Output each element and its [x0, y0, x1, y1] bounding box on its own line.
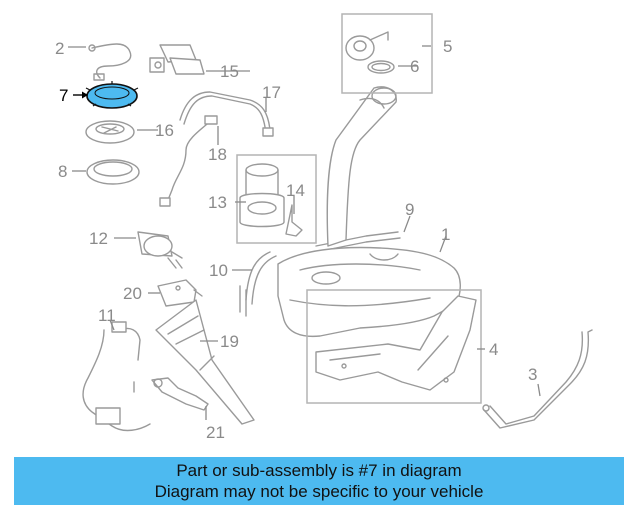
part-3-strap[interactable] [482, 329, 593, 429]
callout-7-arrow [73, 91, 88, 99]
part-5-box [341, 13, 433, 94]
part-12-filter[interactable] [137, 231, 183, 269]
part-19-shield[interactable] [155, 299, 255, 425]
part-1-fuel-tank[interactable] [277, 246, 461, 338]
part-20-bracket[interactable] [157, 279, 203, 307]
part-8-gasket[interactable] [86, 159, 140, 185]
callout-6: 6 [410, 57, 419, 76]
part-5-fuel-cap[interactable] [345, 31, 389, 61]
part-14-sender[interactable] [285, 204, 303, 237]
part-11-harness[interactable] [82, 321, 151, 432]
callout-9: 9 [405, 200, 414, 219]
filler-neck[interactable] [326, 86, 397, 247]
part-15-connectors[interactable] [149, 44, 205, 75]
callout-13: 13 [208, 193, 227, 212]
callout-18: 18 [208, 145, 227, 164]
callout-2: 2 [55, 39, 64, 58]
callout-4: 4 [489, 340, 498, 359]
callout-8: 8 [58, 162, 67, 181]
parts-diagram: 1 2 3 4 5 6 7 8 9 10 11 12 13 14 15 16 1… [55, 13, 593, 442]
part-21-sensor[interactable] [151, 377, 209, 411]
part-18-harness[interactable] [159, 115, 218, 207]
part-13-box [236, 154, 317, 244]
banner-line-2: Diagram may not be specific to your vehi… [154, 482, 484, 501]
part-16-cover[interactable] [85, 120, 135, 144]
callout-17: 17 [262, 83, 281, 102]
part-4-tank-shield[interactable] [315, 295, 477, 391]
part-4-box [306, 289, 482, 404]
callout-3: 3 [528, 365, 537, 384]
callout-21: 21 [206, 423, 225, 442]
callout-14: 14 [286, 181, 305, 200]
callout-10: 10 [209, 261, 228, 280]
callout-12: 12 [89, 229, 108, 248]
callout-19: 19 [220, 332, 239, 351]
part-7-lock-ring[interactable] [85, 81, 139, 109]
callout-20: 20 [123, 284, 142, 303]
callout-15: 15 [220, 62, 239, 81]
info-banner: Part or sub-assembly is #7 in diagram Di… [14, 457, 624, 505]
callout-11: 11 [98, 306, 116, 325]
part-2-sensor[interactable] [88, 43, 132, 81]
callout-1: 1 [441, 225, 450, 244]
callout-16: 16 [155, 121, 174, 140]
leader-lines [68, 45, 541, 420]
part-10-lines[interactable] [239, 251, 277, 317]
part-17-harness[interactable] [179, 91, 274, 137]
callout-5: 5 [443, 37, 452, 56]
callout-7: 7 [59, 86, 68, 105]
banner-line-1: Part or sub-assembly is #7 in diagram [176, 461, 462, 480]
part-13-pump-module[interactable] [239, 163, 285, 228]
part-6-o-ring[interactable] [367, 60, 395, 74]
